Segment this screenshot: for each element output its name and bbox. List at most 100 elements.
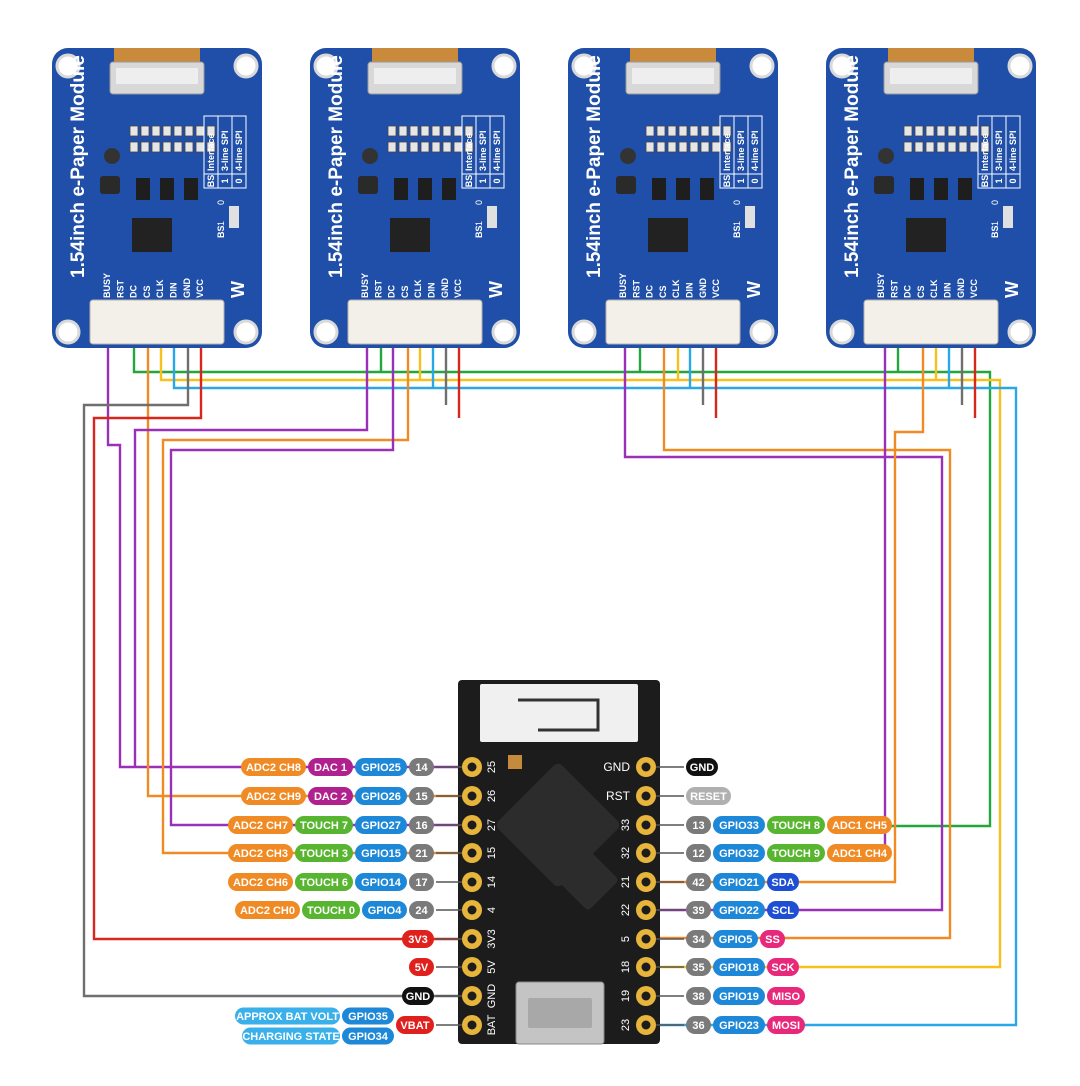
smd-component (936, 141, 946, 153)
smd-component (722, 141, 732, 153)
mounting-hole (55, 319, 81, 345)
table-cell-text: 3-line SPI (478, 130, 488, 171)
smd-component (398, 141, 408, 153)
label-pill-text: GND (406, 991, 431, 1003)
diode (700, 178, 714, 200)
label-pill (713, 958, 765, 976)
label-pill-text: GPIO25 (361, 762, 401, 774)
pin-label-gpio18: GPIO18 (713, 958, 765, 976)
label-pill-text: GPIO35 (348, 1011, 388, 1023)
table-cell (1005, 115, 1021, 175)
table-cell-text: 0 (492, 178, 502, 183)
label-pill-text: ADC2 CH6 (233, 877, 288, 889)
module-pin-label: CS (400, 285, 410, 298)
pin-hole (467, 848, 477, 858)
pin-label-adc2-ch0: ADC2 CH0 (235, 901, 300, 919)
label-pill-text: CHARGING STATE (242, 1031, 339, 1043)
module-pcb (52, 48, 262, 348)
bs-jumper (487, 206, 497, 228)
bs-label: BS (216, 225, 226, 238)
label-pill (713, 987, 765, 1005)
diode (652, 178, 666, 200)
smd-component (162, 141, 172, 153)
label-pill-text: 42 (692, 877, 704, 889)
smd-component (140, 141, 150, 153)
pin-label-gpio4: GPIO4 (362, 901, 407, 919)
pin-hole (641, 934, 651, 944)
module-pin-label: RST (373, 279, 383, 298)
smd-component (980, 125, 990, 137)
wire-purple-22 (860, 345, 887, 855)
pin-label-gpio34: GPIO34 (342, 1027, 394, 1045)
smd-component (667, 141, 677, 153)
pin-silkscreen-left: 25 (486, 761, 498, 773)
label-pill-text: GPIO22 (719, 905, 759, 917)
smd-component (903, 141, 913, 153)
label-pill-text: ADC2 CH7 (233, 820, 288, 832)
label-pill-text: GPIO19 (719, 991, 759, 1003)
label-pill (686, 873, 711, 891)
label-pill-text: 14 (415, 762, 428, 774)
smd-component (958, 125, 968, 137)
pin-label-gpio23: GPIO23 (713, 1016, 765, 1034)
label-pill-text: GPIO26 (361, 791, 401, 803)
pin-label-ss: SS (760, 930, 785, 948)
pin-label-15: 15 (409, 787, 434, 805)
pin-label-touch-9: TOUCH 9 (767, 844, 825, 862)
smd-component (151, 125, 161, 137)
fpc-ribbon (372, 48, 458, 62)
smd-component (184, 141, 194, 153)
pin-label-35: 35 (686, 958, 711, 976)
label-pill (767, 873, 799, 891)
label-pill (767, 1016, 805, 1034)
label-pill-text: TOUCH 6 (300, 877, 348, 889)
smd-component (903, 125, 913, 137)
fpc-ribbon (888, 48, 974, 62)
pin-hole (641, 991, 651, 1001)
smd-component (645, 125, 655, 137)
smd-component (206, 125, 216, 137)
label-pill (686, 1016, 711, 1034)
pin-label-dac-1: DAC 1 (308, 758, 353, 776)
smd-component (656, 125, 666, 137)
smd-component (206, 141, 216, 153)
pin-label-24: 24 (409, 901, 434, 919)
smd-component (980, 141, 990, 153)
label-pill-text: GPIO5 (719, 934, 753, 946)
label-pill (235, 1007, 340, 1025)
usb-port-inner (528, 998, 592, 1028)
pin-label-adc2-ch8: ADC2 CH8 (241, 758, 306, 776)
label-pill-text: SCL (772, 905, 794, 917)
label-pill (355, 816, 407, 834)
smd-component (387, 125, 397, 137)
pin-label-adc2-ch9: ADC2 CH9 (241, 787, 306, 805)
smd-component (173, 141, 183, 153)
smd-component (914, 125, 924, 137)
inductor (100, 176, 120, 194)
label-pill (827, 844, 892, 862)
smd-component (678, 125, 688, 137)
smd-component (914, 141, 924, 153)
mounting-hole (491, 53, 517, 79)
label-pill-text: SDA (771, 877, 794, 889)
fpc-ribbon (114, 48, 200, 62)
smd-component (409, 125, 419, 137)
bs-value: 1 (474, 221, 484, 226)
bs-value: 0 (216, 200, 226, 205)
label-pill-text: TOUCH 7 (300, 820, 348, 832)
driver-ic (390, 218, 430, 252)
label-pill (686, 958, 711, 976)
label-pill-text: VBAT (400, 1020, 429, 1032)
pin-label-21: 21 (409, 844, 434, 862)
wire-orange-16 (660, 345, 952, 940)
pin-hole (467, 877, 477, 887)
label-pill-text: ADC2 CH0 (240, 905, 295, 917)
label-pill-text: ADC1 CH5 (832, 820, 887, 832)
pin-label-gpio25: GPIO25 (355, 758, 407, 776)
logo-mark: W (1002, 281, 1022, 298)
label-pill (713, 873, 765, 891)
